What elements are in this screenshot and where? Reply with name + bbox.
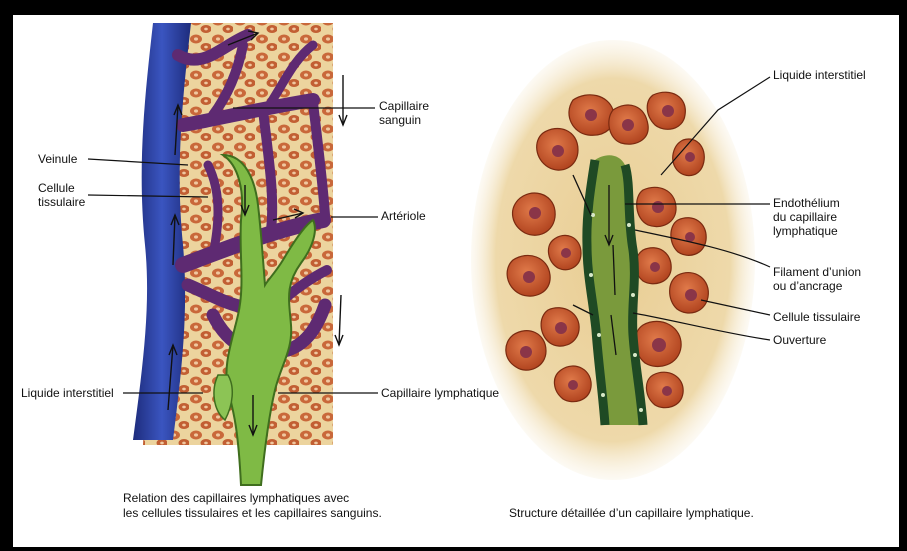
caption-right: Structure détaillée d’un capillaire lymp… (509, 506, 754, 521)
label-endothelium: Endothélium du capillaire lymphatique (773, 196, 840, 238)
label-cellule-tissulaire-right: Cellule tissulaire (773, 310, 860, 324)
caption-left: Relation des capillaires lymphatiques av… (123, 491, 382, 521)
label-veinule: Veinule (38, 152, 77, 166)
illustration (13, 15, 899, 547)
right-diagram (471, 40, 770, 480)
label-liquide-interstitiel-left: Liquide interstitiel (21, 386, 114, 400)
label-cellule-tissulaire-left: Cellule tissulaire (38, 181, 85, 209)
label-arteriole: Artériole (381, 209, 426, 223)
label-filament: Filament d’union ou d’ancrage (773, 265, 861, 293)
label-capillaire-lymphatique: Capillaire lymphatique (381, 386, 499, 400)
left-diagram (88, 23, 378, 485)
label-ouverture: Ouverture (773, 333, 826, 347)
label-liquide-interstitiel-right: Liquide interstitiel (773, 68, 866, 82)
label-capillaire-sanguin: Capillaire sanguin (379, 99, 429, 127)
figure-frame: Capillaire sanguin Veinule Cellule tissu… (13, 15, 899, 547)
